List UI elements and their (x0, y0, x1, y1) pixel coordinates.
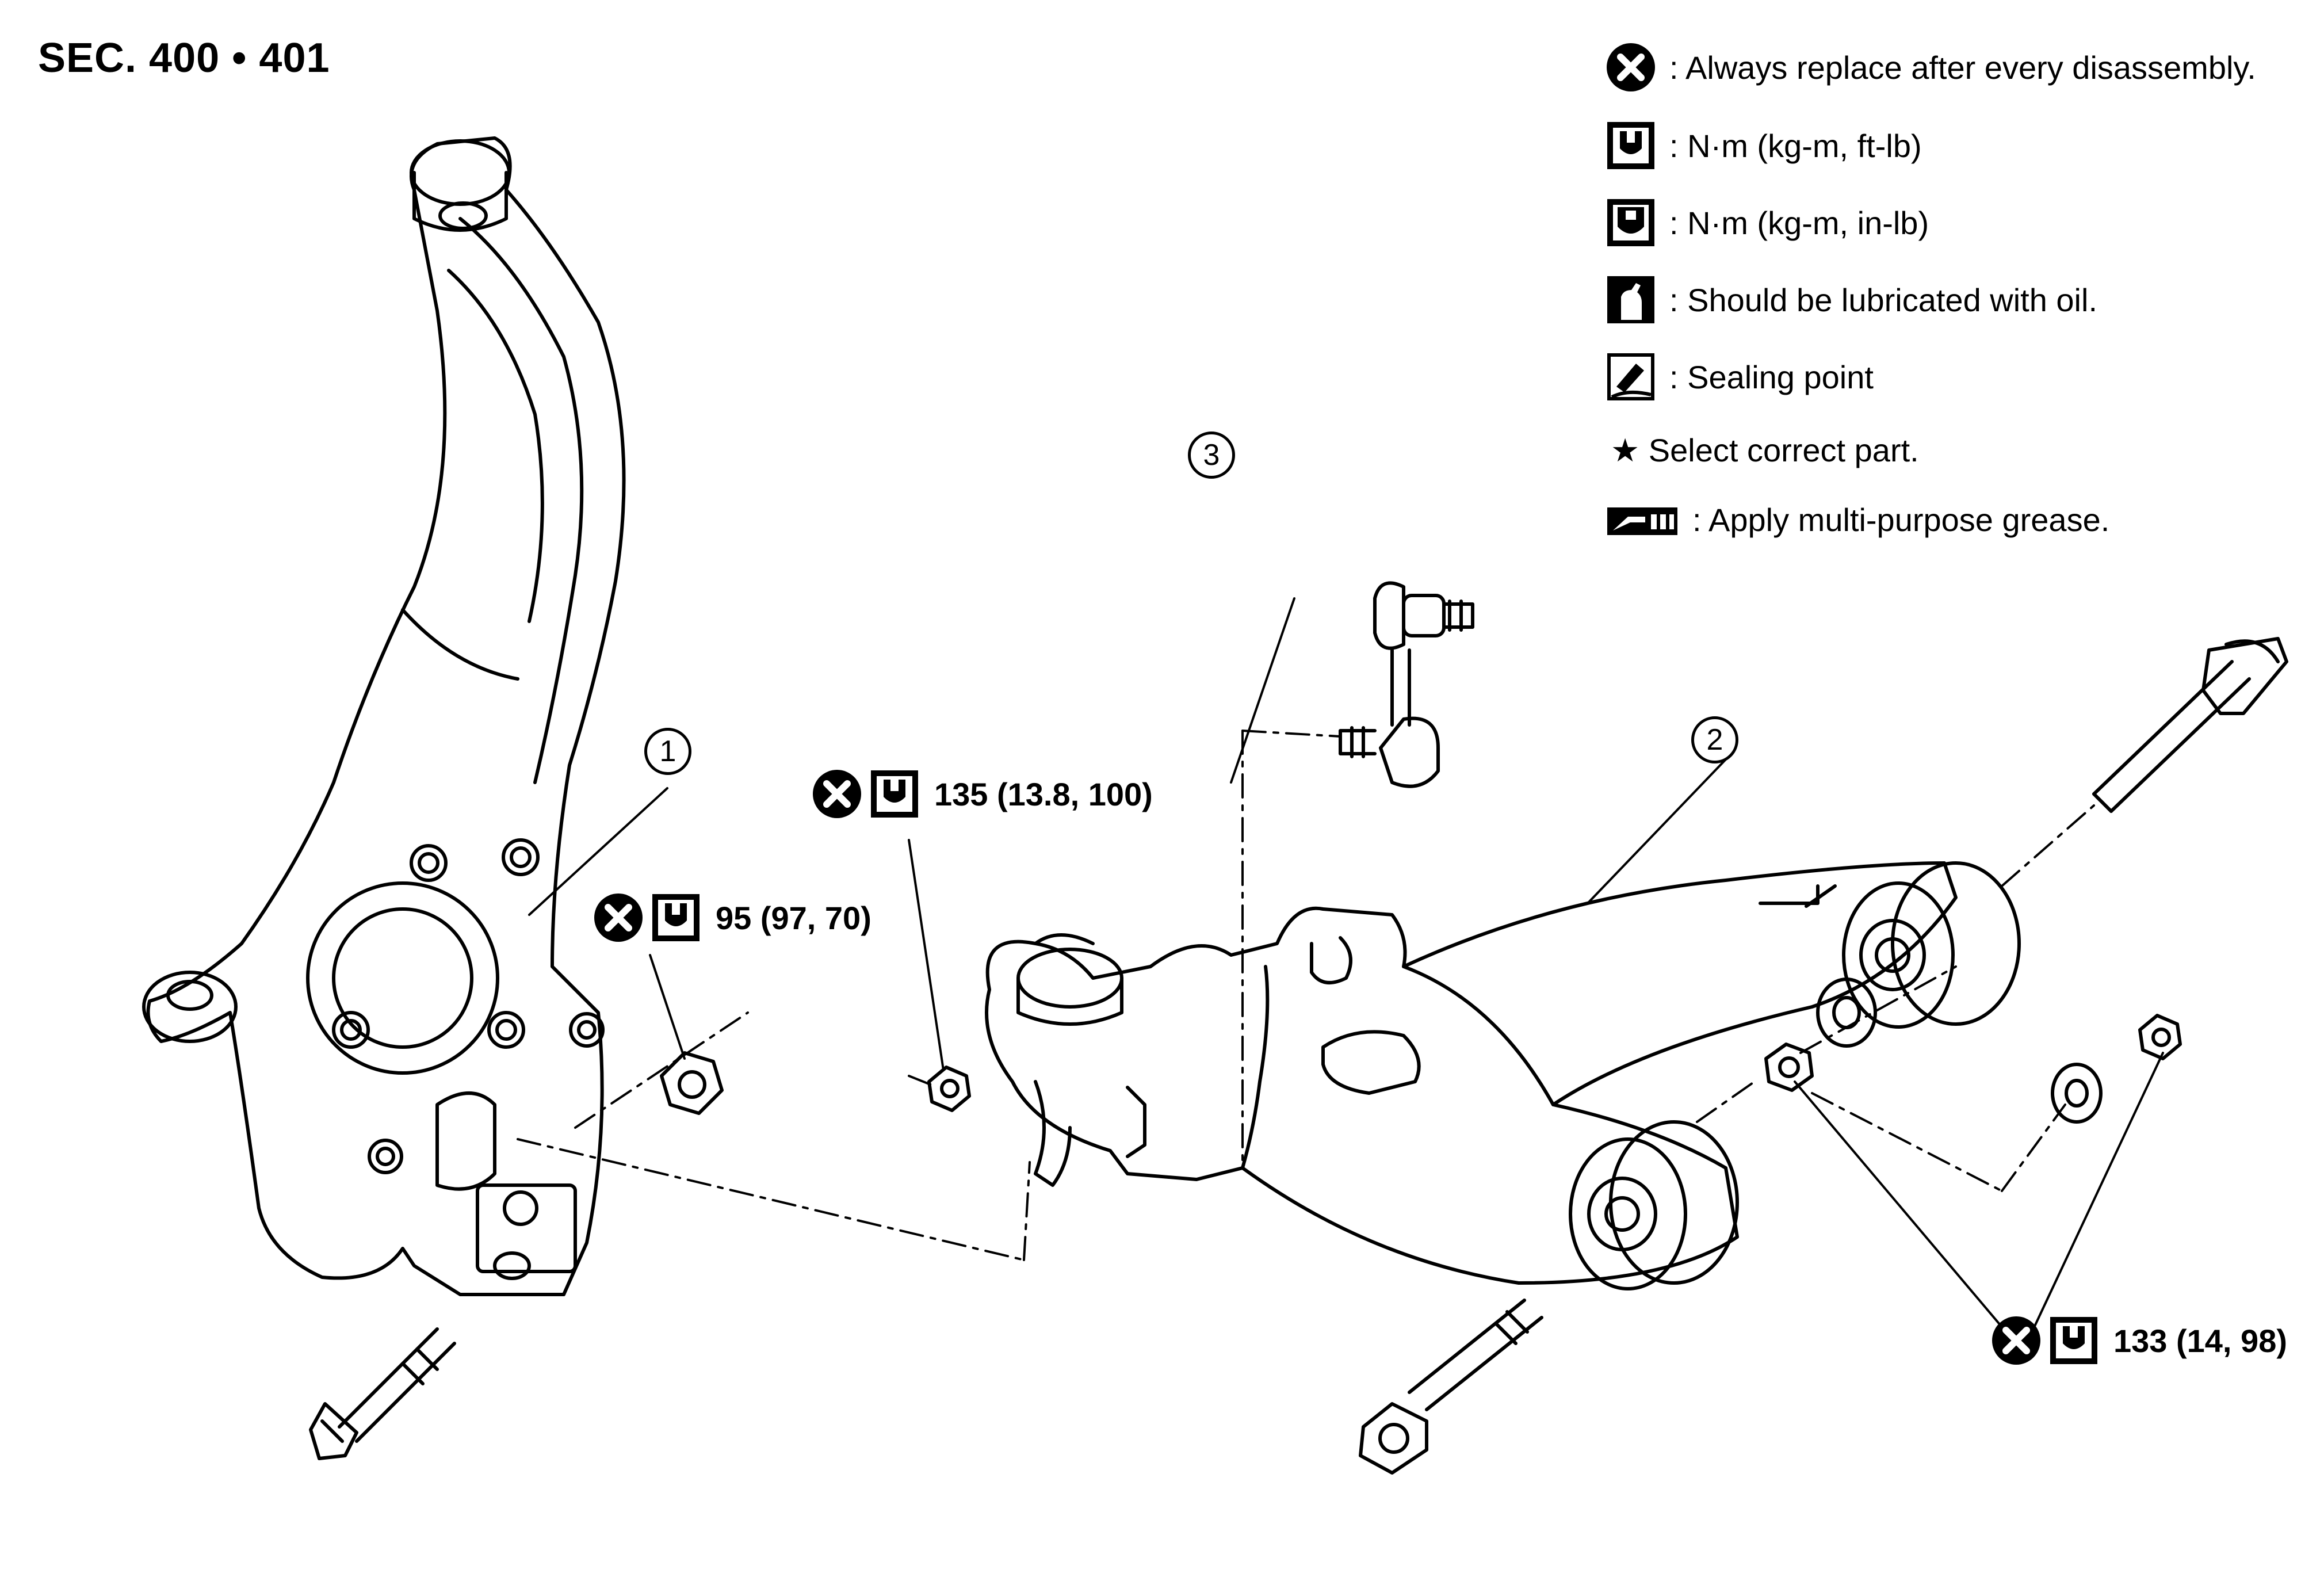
legend-select-text: ★ Select correct part. (1611, 432, 1919, 468)
sealing-point-icon (1607, 353, 1654, 400)
link-hardware (927, 977, 2182, 1124)
legend-torque-inlb: : N·m (kg-m, in-lb) (1605, 191, 1929, 254)
part-number-1: 1 (644, 728, 691, 775)
legend-oil: : Should be lubricated with oil. (1605, 268, 2097, 331)
torque-callout-link: 133 (14, 98) (1990, 1315, 2287, 1366)
torque-callout-stabilizer: 135 (13.8, 100) (811, 768, 1153, 820)
x-circle-icon (813, 770, 861, 818)
legend-sealing-text: : Sealing point (1669, 358, 1874, 395)
x-circle-icon (1992, 1316, 2040, 1365)
legend-replace-text: : Always replace after every disassembly… (1669, 49, 2256, 86)
grease-icon (1607, 507, 1677, 535)
legend-select: ★ Select correct part. (1611, 419, 1919, 482)
torque-wrench-icon (2050, 1317, 2097, 1364)
torque-wrench-dark-icon (1607, 199, 1654, 246)
x-circle-icon (1607, 43, 1655, 91)
leader-lines (528, 597, 2164, 1342)
stabilizer-connecting-rod (1339, 581, 1474, 788)
x-circle-icon (594, 893, 643, 942)
knuckle-bolt (309, 1327, 456, 1460)
knuckle-nut (660, 1051, 724, 1115)
torque-wrench-icon (871, 770, 918, 818)
front-link-bolt (1359, 1299, 1543, 1475)
rear-link-bolt (2092, 637, 2288, 813)
legend-replace: : Always replace after every disassembly… (1605, 36, 2256, 99)
torque-wrench-icon (652, 894, 700, 941)
part-number-3: 3 (1188, 432, 1235, 479)
legend-torque-inlb-text: : N·m (kg-m, in-lb) (1669, 204, 1929, 241)
legend-oil-text: : Should be lubricated with oil. (1669, 281, 2097, 318)
legend-grease-text: : Apply multi-purpose grease. (1692, 501, 2110, 538)
torque-wrench-icon (1607, 122, 1654, 169)
legend-grease: : Apply multi-purpose grease. (1605, 488, 2109, 551)
assembly-lines (517, 730, 2095, 1261)
legend-torque-ftlb-text: : N·m (kg-m, ft-lb) (1669, 127, 1922, 164)
torque-value-stabilizer: 135 (13.8, 100) (934, 776, 1153, 812)
torque-callout-knuckle: 95 (97, 70) (593, 892, 871, 944)
transverse-link (985, 861, 2021, 1290)
part-number-2: 2 (1691, 716, 1738, 763)
torque-value-link: 133 (14, 98) (2113, 1322, 2287, 1359)
legend-torque-ftlb: : N·m (kg-m, ft-lb) (1605, 114, 1922, 177)
oil-can-icon (1607, 276, 1654, 323)
section-title: SEC. 400 • 401 (38, 35, 330, 81)
torque-value-knuckle: 95 (97, 70) (716, 899, 871, 936)
steering-knuckle (142, 136, 626, 1296)
legend-sealing: : Sealing point (1605, 345, 1874, 408)
